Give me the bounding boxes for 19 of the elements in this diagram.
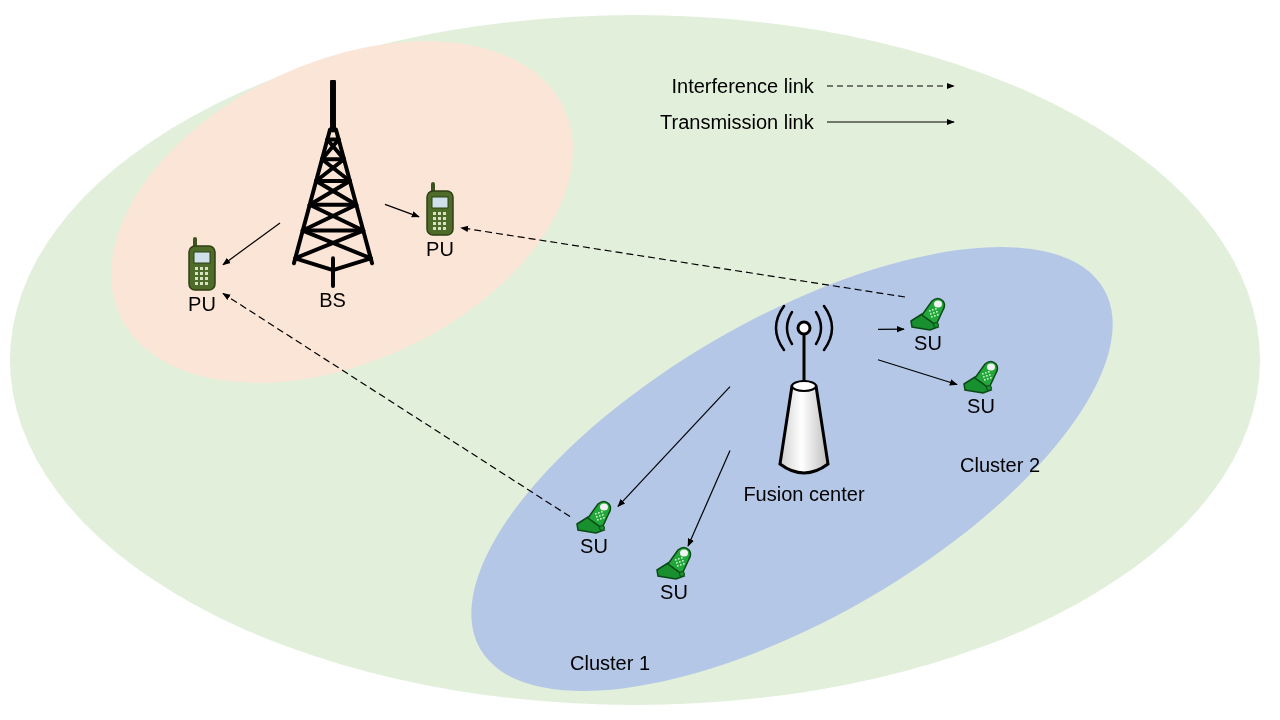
node-label: SU <box>580 534 608 558</box>
cluster-label: Cluster 1 <box>570 651 651 676</box>
node-label: BS <box>319 288 346 312</box>
node-label: SU <box>914 331 942 355</box>
node-label: PU <box>188 292 216 316</box>
node-label: SU <box>660 580 688 604</box>
node-label: PU <box>426 237 454 261</box>
arrow <box>877 326 905 333</box>
arrow <box>687 450 731 547</box>
arrow <box>222 222 281 266</box>
legend-label: Transmission link <box>660 110 814 134</box>
node-label: SU <box>967 394 995 418</box>
node-label: Fusion center <box>743 482 865 506</box>
legend-label: Interference link <box>671 74 814 98</box>
arrow <box>617 386 731 507</box>
arrow <box>877 359 958 386</box>
dashed-arrow <box>460 225 906 298</box>
arrow <box>384 203 420 218</box>
cluster-label: Cluster 2 <box>960 453 1041 478</box>
